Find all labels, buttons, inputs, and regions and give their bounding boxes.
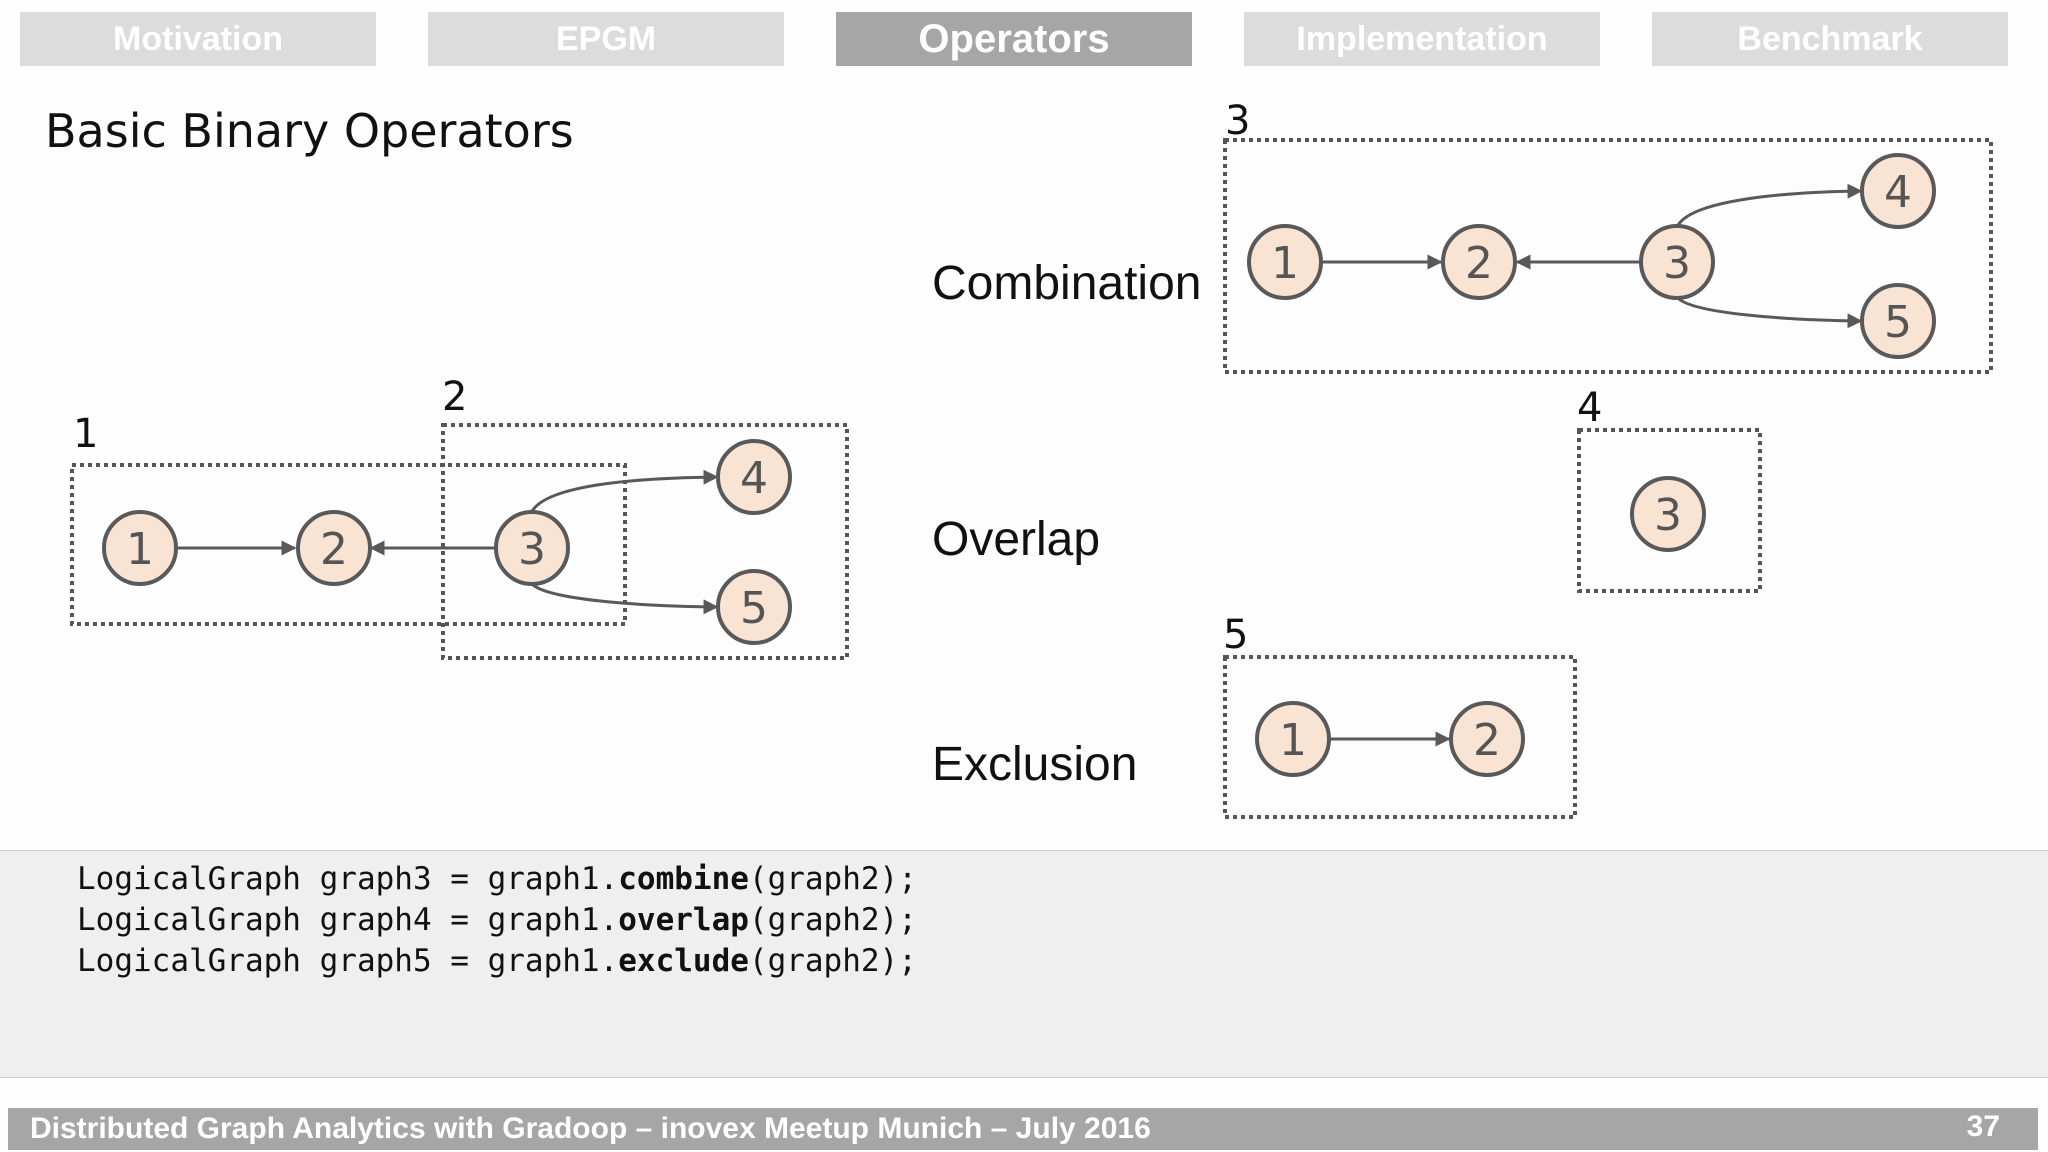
svg-text:1: 1 xyxy=(1271,238,1299,289)
vertex-comb-4: 4 xyxy=(1860,153,1936,229)
graph1-box xyxy=(70,463,627,626)
graph5-label: 5 xyxy=(1223,612,1248,658)
svg-text:4: 4 xyxy=(740,453,768,504)
svg-text:2: 2 xyxy=(320,524,348,575)
edge-comb-3-4 xyxy=(1675,183,1863,228)
svg-text:1: 1 xyxy=(1279,715,1307,766)
edge-in-3-5 xyxy=(529,581,719,615)
tab-implementation[interactable]: Implementation xyxy=(1244,12,1600,66)
svg-text:3: 3 xyxy=(518,524,546,575)
graph4-label: 4 xyxy=(1577,385,1602,431)
combination-label: Combination xyxy=(932,257,1202,310)
tab-epgm[interactable]: EPGM xyxy=(428,12,784,66)
svg-text:3: 3 xyxy=(1654,490,1682,541)
graph4-box xyxy=(1577,428,1762,593)
tab-operators[interactable]: Operators xyxy=(836,12,1192,66)
graph5-box xyxy=(1223,655,1577,819)
code-line-combine: LogicalGraph graph3 = graph1.combine(gra… xyxy=(77,861,917,897)
exclusion-label: Exclusion xyxy=(932,738,1138,791)
slide-title: Basic Binary Operators xyxy=(45,104,574,158)
svg-text:5: 5 xyxy=(740,583,768,634)
vertex-comb-3: 3 xyxy=(1639,224,1715,300)
vertex-overlap-3: 3 xyxy=(1630,476,1706,552)
graph-diagram: 1 2 1 2 3 4 5 3 1 2 3 4 xyxy=(70,98,1993,819)
vertex-excl-1: 1 xyxy=(1255,701,1331,777)
footer-bar: Distributed Graph Analytics with Gradoop… xyxy=(8,1108,2038,1150)
vertex-in-4: 4 xyxy=(716,439,792,515)
vertex-comb-5: 5 xyxy=(1860,283,1936,359)
graph3-box xyxy=(1223,138,1993,374)
code-line-overlap: LogicalGraph graph4 = graph1.overlap(gra… xyxy=(77,902,917,938)
edge-comb-3-5 xyxy=(1675,295,1863,329)
svg-text:4: 4 xyxy=(1884,167,1912,218)
vertex-comb-1: 1 xyxy=(1247,224,1323,300)
vertex-in-5: 5 xyxy=(716,569,792,645)
code-line-exclude: LogicalGraph graph5 = graph1.exclude(gra… xyxy=(77,943,917,979)
footer-text: Distributed Graph Analytics with Gradoop… xyxy=(30,1112,1151,1145)
svg-text:5: 5 xyxy=(1884,297,1912,348)
vertex-excl-2: 2 xyxy=(1449,701,1525,777)
svg-text:2: 2 xyxy=(1473,715,1501,766)
graph2-box xyxy=(441,423,849,660)
vertex-in-3: 3 xyxy=(494,510,570,586)
graph1-label: 1 xyxy=(73,411,98,457)
vertex-comb-2: 2 xyxy=(1441,224,1517,300)
page-number: 37 xyxy=(1966,1110,2000,1143)
edge-in-3-4 xyxy=(529,469,719,514)
tab-benchmark[interactable]: Benchmark xyxy=(1652,12,2008,66)
code-panel: LogicalGraph graph3 = graph1.combine(gra… xyxy=(0,850,2048,1078)
vertex-in-2: 2 xyxy=(296,510,372,586)
overlap-label: Overlap xyxy=(932,513,1101,566)
graph2-label: 2 xyxy=(442,374,467,420)
tab-motivation[interactable]: Motivation xyxy=(20,12,376,66)
svg-text:2: 2 xyxy=(1465,238,1493,289)
svg-text:3: 3 xyxy=(1663,238,1691,289)
vertex-in-1: 1 xyxy=(102,510,178,586)
svg-text:1: 1 xyxy=(126,524,154,575)
graph3-label: 3 xyxy=(1225,98,1250,144)
